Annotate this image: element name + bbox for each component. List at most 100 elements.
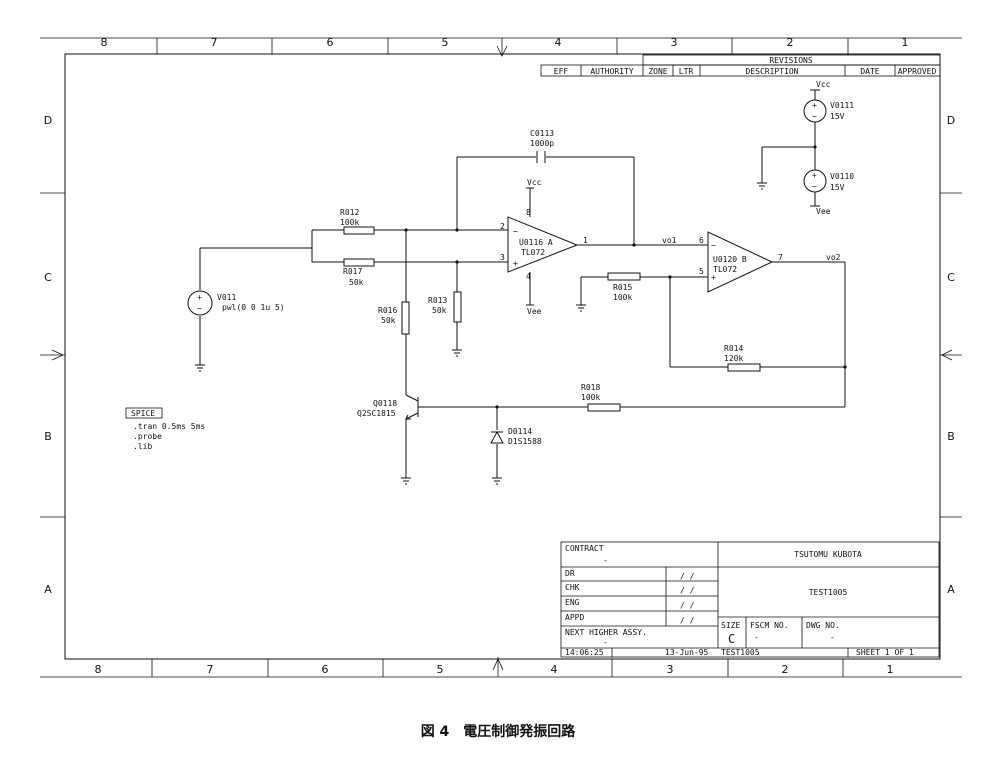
- zone-label-top: 4: [555, 36, 562, 49]
- zone-label-top: 1: [902, 36, 909, 49]
- zone-label-left: A: [44, 583, 52, 596]
- r017-ref: R017: [343, 267, 362, 276]
- diode-d0114: [490, 430, 504, 444]
- appd-label: APPD: [565, 613, 584, 622]
- spice-line: .tran 0.5ms 5ms: [133, 422, 205, 431]
- dr-date: / /: [680, 572, 695, 581]
- v0110-ref: V0110: [830, 172, 854, 181]
- dr-label: DR: [565, 569, 575, 578]
- u0116-pin: 8: [526, 208, 531, 217]
- fscm-value: -: [754, 633, 759, 642]
- svg-text:−: −: [812, 112, 817, 121]
- u0120-pin: 7: [778, 253, 783, 262]
- title-block: CONTRACT - TSUTOMU KUBOTA TEST1005 DR / …: [560, 541, 940, 658]
- net-vo2: vo2: [826, 253, 841, 262]
- svg-text:+: +: [812, 171, 817, 180]
- revisions-column-header: AUTHORITY: [590, 67, 634, 76]
- ground-icon: [401, 477, 411, 485]
- zone-label-bottom: 4: [551, 663, 558, 676]
- zone-label-top: 5: [442, 36, 449, 49]
- c0113-ref: C0113: [530, 129, 554, 138]
- net-vo1: vo1: [662, 236, 677, 245]
- chk-date: / /: [680, 586, 695, 595]
- u0120-pin: 6: [699, 236, 704, 245]
- net-vcc: Vcc: [816, 80, 831, 89]
- ground-icon: [492, 477, 502, 485]
- voltage-source-v011: + −: [187, 290, 213, 316]
- size-label: SIZE: [721, 621, 740, 630]
- revisions-table: REVISIONS EFF AUTHORITY ZONE LTR DESCRIP…: [540, 54, 941, 77]
- r012-value: 100k: [340, 218, 359, 227]
- r018-value: 100k: [581, 393, 600, 402]
- v0110-value: 15V: [830, 183, 845, 192]
- zone-label-right: D: [947, 114, 955, 127]
- svg-text:+: +: [812, 101, 817, 110]
- contract-label: CONTRACT: [565, 544, 604, 553]
- wires: [199, 89, 847, 478]
- voltage-source-v0111: + −: [803, 99, 827, 123]
- zone-label-bottom: 8: [95, 663, 102, 676]
- sheet-number: SHEET 1 OF 1: [856, 648, 914, 657]
- ground-icon: [757, 182, 767, 190]
- v0111-ref: V0111: [830, 101, 854, 110]
- d0114-ref: D0114: [508, 427, 532, 436]
- u0116-value: TL072: [521, 248, 545, 257]
- u0116-pin: 2: [500, 222, 505, 231]
- r013-ref: R013: [428, 296, 447, 305]
- zone-label-bottom: 2: [782, 663, 789, 676]
- zone-label-right: A: [947, 583, 955, 596]
- r015-value: 100k: [613, 293, 632, 302]
- zone-label-top: 3: [671, 36, 678, 49]
- q0118-value: Q2SC1815: [357, 409, 396, 418]
- revisions-column-header: APPROVED: [898, 67, 937, 76]
- u0120-pin: 5: [699, 267, 704, 276]
- eng-date: / /: [680, 601, 695, 610]
- v011-ref: V011: [217, 293, 236, 302]
- resistor-r012: [343, 226, 375, 235]
- plot-date: 13-Jun-95: [665, 648, 709, 657]
- r012-ref: R012: [340, 208, 359, 217]
- resistor-r015: [607, 272, 641, 281]
- resistor-r014: [727, 363, 761, 372]
- zone-label-bottom: 3: [667, 663, 674, 676]
- revisions-column-header: LTR: [679, 67, 694, 76]
- figure-caption: 図 4 電圧制御発振回路: [421, 723, 577, 740]
- component-labels: C0113 1000p R012 100k R017 50k R016 50k …: [217, 80, 854, 446]
- drawing-frame: [40, 37, 962, 678]
- next-assy-label: NEXT HIGHER ASSY.: [565, 628, 647, 637]
- contract-value: -: [603, 556, 608, 565]
- spice-directives: SPICE .tran 0.5ms 5ms .probe .lib: [125, 407, 205, 451]
- dwg-label: DWG NO.: [806, 621, 840, 630]
- svg-text:−: −: [197, 304, 202, 313]
- svg-text:−: −: [513, 227, 518, 236]
- drawing-title: TEST1005: [809, 588, 848, 597]
- zone-label-bottom: 1: [887, 663, 894, 676]
- company-name: TSUTOMU KUBOTA: [794, 550, 862, 559]
- u0116-pin: 1: [583, 236, 588, 245]
- zone-label-top: 7: [211, 36, 218, 49]
- ground-icon: [452, 349, 462, 357]
- size-value: C: [728, 632, 735, 646]
- zone-label-right: C: [947, 271, 955, 284]
- zone-label-left: B: [44, 430, 52, 443]
- u0116-pin: 3: [500, 253, 505, 262]
- resistor-r016: [401, 301, 410, 335]
- next-assy-value: -: [603, 638, 608, 647]
- zone-label-top: 6: [327, 36, 334, 49]
- opamp-u0116: − +: [507, 216, 579, 273]
- fscm-label: FSCM NO.: [750, 621, 789, 630]
- eng-label: ENG: [565, 598, 580, 607]
- revisions-column-header: EFF: [554, 67, 569, 76]
- appd-date: / /: [680, 616, 695, 625]
- svg-text:+: +: [197, 293, 202, 302]
- svg-text:+: +: [513, 259, 518, 268]
- net-vcc: Vcc: [527, 178, 542, 187]
- spice-line: .probe: [133, 432, 162, 441]
- zone-labels: 8 7 6 5 4 3 2 1 8 7 6 5 4 3 2 1 D C B A …: [44, 36, 955, 676]
- opamp-u0120: − +: [707, 231, 774, 293]
- spice-title: SPICE: [131, 409, 155, 418]
- d0114-value: D1S1588: [508, 437, 542, 446]
- resistor-r018: [587, 403, 621, 412]
- revisions-column-header: DESCRIPTION: [746, 67, 799, 76]
